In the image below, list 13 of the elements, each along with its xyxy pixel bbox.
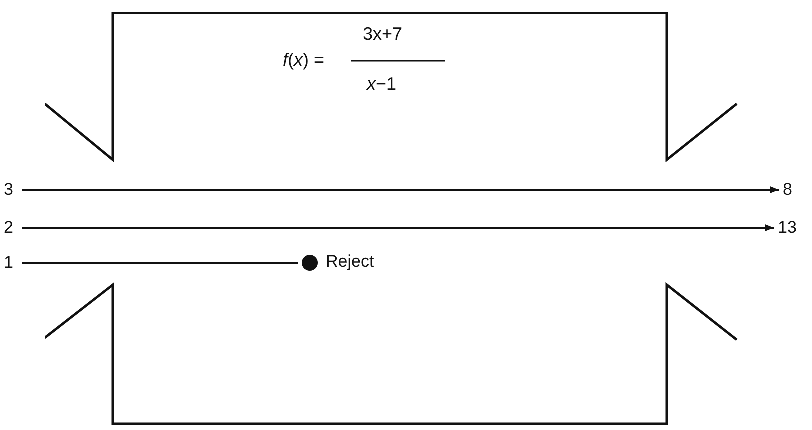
line xyxy=(22,262,298,264)
number-label: 2 xyxy=(4,218,18,238)
number-label: 8 xyxy=(783,180,797,200)
number-label: 1 xyxy=(4,253,18,273)
reject-dot xyxy=(302,255,318,271)
arrow xyxy=(22,186,779,194)
numerator: 3x+7 xyxy=(363,24,403,45)
formula-label: f(x) = xyxy=(283,50,325,71)
outcome-label: Reject xyxy=(326,252,374,272)
number-label: 13 xyxy=(778,218,808,238)
arrow xyxy=(22,224,774,232)
denominator: x−1 xyxy=(367,74,397,95)
number-label: 3 xyxy=(4,180,18,200)
